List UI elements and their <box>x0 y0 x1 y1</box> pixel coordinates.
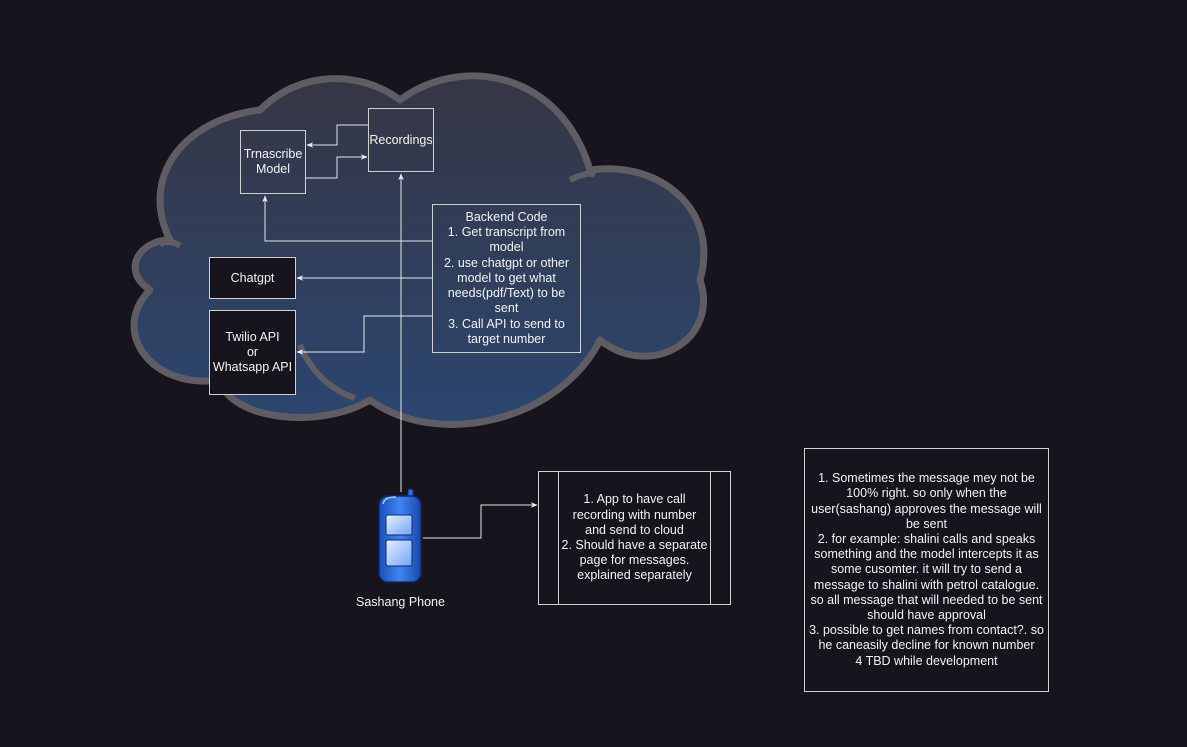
phone-label: Sashang Phone <box>356 595 445 609</box>
chatgpt-label: Chatgpt <box>230 270 275 285</box>
edge-backend-to-twilio <box>296 315 433 355</box>
edge-backend-to-transcribe <box>262 195 433 242</box>
transcribe-model-label: Trnascribe Model <box>243 147 303 176</box>
mobile-phone-icon <box>378 488 422 583</box>
twilio-whatsapp-api-box[interactable]: Twilio API or Whatsapp API <box>209 310 296 395</box>
notes-box[interactable]: 1. Sometimes the message mey not be 100%… <box>804 448 1049 692</box>
connectors <box>262 124 538 539</box>
notes-label: 1. Sometimes the message mey not be 100%… <box>809 471 1044 668</box>
backend-code-label: Backend Code 1. Get transcript from mode… <box>443 210 570 346</box>
app-requirements-inner: 1. App to have call recording with numbe… <box>558 472 711 604</box>
twilio-whatsapp-api-label: Twilio API or Whatsapp API <box>212 330 293 374</box>
recordings-box[interactable]: Recordings <box>368 108 434 172</box>
chatgpt-box[interactable]: Chatgpt <box>209 257 296 299</box>
backend-code-box[interactable]: Backend Code 1. Get transcript from mode… <box>432 204 581 353</box>
edge-transcribe-to-recordings <box>305 154 368 179</box>
edge-recordings-to-transcribe <box>306 124 369 148</box>
transcribe-model-box[interactable]: Trnascribe Model <box>240 130 306 194</box>
app-requirements-box[interactable]: 1. App to have call recording with numbe… <box>538 471 731 605</box>
app-requirements-label: 1. App to have call recording with numbe… <box>561 492 708 583</box>
edge-phone-to-app <box>423 502 538 539</box>
recordings-label: Recordings <box>369 133 433 147</box>
